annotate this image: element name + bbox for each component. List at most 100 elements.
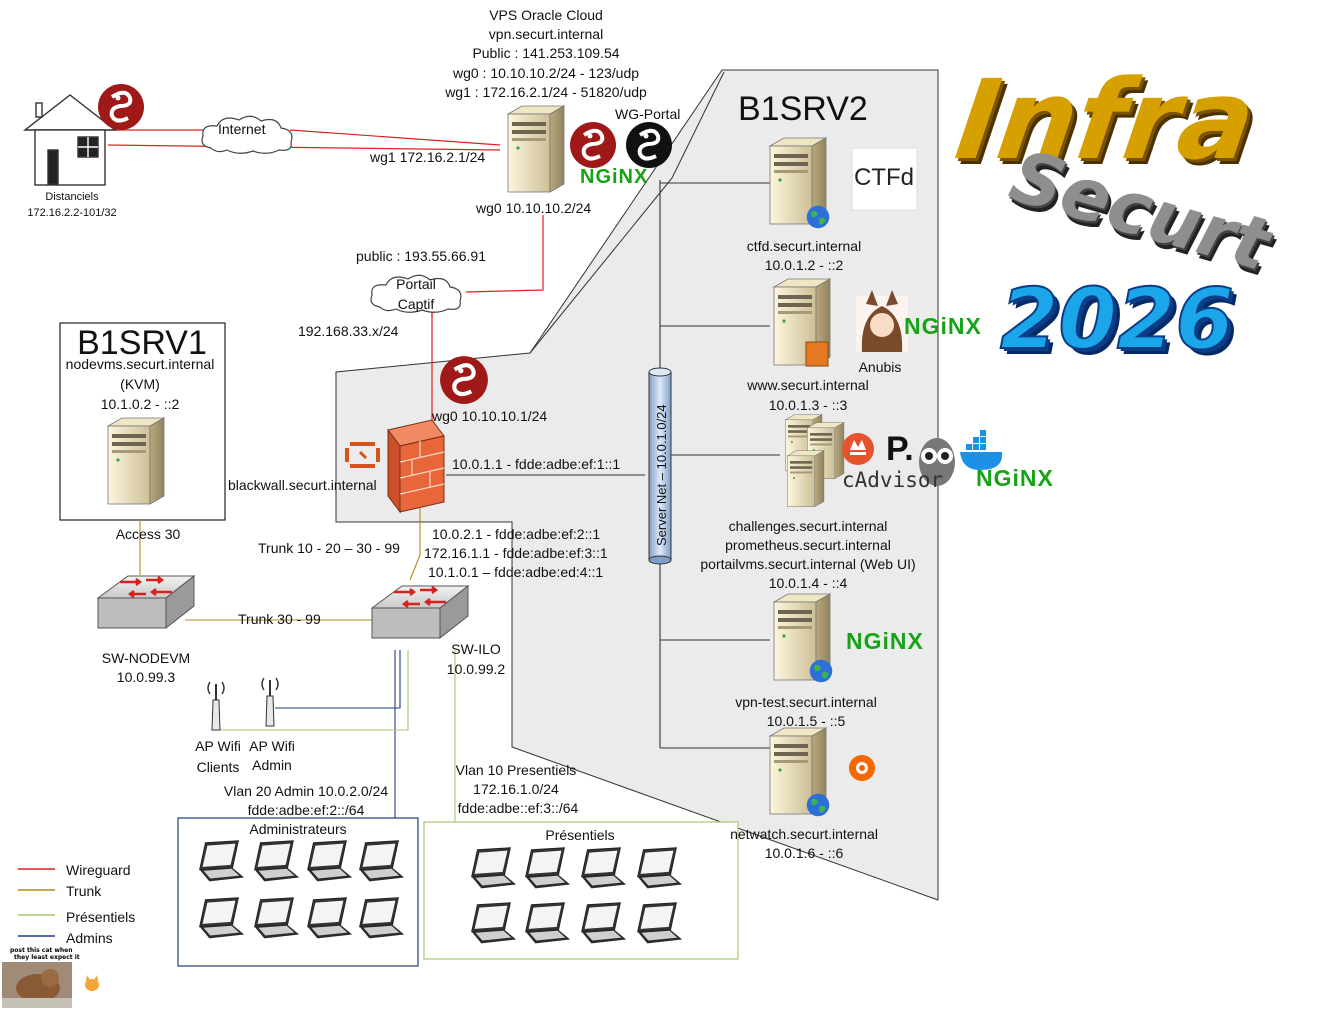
challenges-server-icon-c (787, 450, 825, 508)
sw-ilo-name: SW-ILO (451, 641, 501, 657)
blackwall-if2: 172.16.1.1 - fdde:adbe:ef:3::1 (424, 545, 608, 561)
anubis-icon (856, 290, 908, 352)
ap-clients-l1: AP Wifi (195, 738, 241, 754)
anubis-label: Anubis (858, 359, 902, 375)
vpntest-ip: 10.0.1.5 - ::5 (766, 713, 846, 729)
globe-icon (806, 793, 830, 817)
vlan20-l2: fdde:adbe:ef:2::/64 (247, 802, 365, 818)
vlan10-l2: 172.16.1.0/24 (473, 781, 559, 797)
globe-icon (806, 205, 830, 229)
wireguard-icon (568, 120, 618, 170)
trunk-top-label: Trunk 10 - 20 – 30 - 99 (258, 540, 400, 556)
netwatch-ip: 10.0.1.6 - ::6 (764, 845, 844, 861)
opnsense-icon (345, 442, 380, 468)
globe-icon (809, 659, 833, 683)
distanciels-ip: 172.16.2.2-101/32 (27, 207, 117, 219)
nginx-logo-vpntest: NGiNX (846, 628, 924, 654)
blackwall-label: blackwall.securt.internal (228, 477, 377, 493)
portail-public: public : 193.55.66.91 (356, 248, 486, 264)
vlan10-l3: fdde:adbe::ef:3::/64 (457, 800, 579, 816)
netwatch-fqdn: netwatch.securt.internal (730, 826, 878, 842)
wireguard-icon (96, 82, 146, 132)
challenges-l2: prometheus.securt.internal (725, 537, 891, 553)
firewall-icon (387, 419, 445, 514)
nginx-logo-www: NGiNX (904, 313, 982, 339)
docker-icon (960, 430, 1003, 470)
vps-wg1: wg1 : 172.16.2.1/24 - 51820/udp (445, 84, 647, 100)
trunk-mid-label: Trunk 30 - 99 (238, 611, 321, 627)
challenges-ip: 10.0.1.4 - ::4 (768, 575, 848, 591)
meme-caption-2: they least expect it (14, 954, 80, 961)
trunk-links (139, 500, 421, 621)
nodevms-server-icon (107, 417, 165, 505)
sw-nodevm-ip: 10.0.99.3 (116, 669, 176, 685)
vps-zone-edge (671, 71, 725, 179)
legend-wireguard: Wireguard (66, 862, 131, 878)
ap-admin-l1: AP Wifi (249, 738, 295, 754)
vps-server-icon (507, 105, 565, 193)
www-ip: 10.0.1.3 - ::3 (768, 397, 848, 413)
vps-public: Public : 141.253.109.54 (472, 45, 620, 61)
ap-admin-icon (261, 677, 279, 727)
wireguard-links (107, 129, 544, 420)
b1srv1-ip: 10.1.0.2 - ::2 (100, 396, 180, 412)
vps-wg0-link: wg0 10.10.10.2/24 (476, 200, 592, 216)
b1srv2-title: B1SRV2 (738, 90, 868, 128)
wireguard-icon (440, 356, 488, 404)
sw-ilo-ip: 10.0.99.2 (446, 661, 506, 677)
server-net-label: Server Net – 10.0.1.0/24 (654, 404, 669, 546)
challenges-l1: challenges.securt.internal (728, 518, 888, 534)
blackwall-wg0: wg0 10.10.10.1/24 (432, 408, 548, 424)
nginx-logo-vps: NGiNX (580, 166, 649, 188)
prometheus-icon (842, 433, 874, 465)
b1srv1-fqdn: nodevms.securt.internal (65, 356, 215, 372)
ctfd-logo: CTFd (854, 164, 914, 192)
cadvisor-logo: cAdvisor (842, 468, 944, 492)
title-2026: 2026 (999, 270, 1235, 368)
p-logo: P. (886, 430, 914, 468)
portail-lan: 192.168.33.x/24 (298, 323, 399, 339)
grafana-icon (849, 755, 875, 781)
cat-meme-image (2, 962, 72, 1008)
blackwall-server-if: 10.0.1.1 - fdde:adbe:ef:1::1 (452, 456, 621, 472)
cat-emoji-icon (85, 975, 99, 991)
distanciels-label: Distanciels (45, 191, 99, 203)
b1srv1-kvm: (KVM) (120, 376, 160, 392)
ctfd-fqdn: ctfd.securt.internal (746, 238, 862, 254)
ap-clients-icon (207, 681, 225, 731)
server-net-bus (648, 367, 672, 565)
wg-portal-icon (624, 120, 674, 170)
access-30-label: Access 30 (115, 526, 181, 542)
vps-fqdn: vpn.securt.internal (488, 26, 604, 42)
legend-presentiels: Présentiels (66, 909, 136, 925)
ap-admin-l2: Admin (252, 757, 292, 773)
house-icon (22, 94, 118, 186)
blackwall-if1: 10.0.2.1 - fdde:adbe:ef:2::1 (432, 526, 601, 542)
sw-ilo-icon (370, 584, 470, 640)
challenges-l3: portailvms.securt.internal (Web UI) (700, 556, 916, 572)
blackwall-if3: 10.1.0.1 – fdde:adbe:ed:4::1 (428, 564, 604, 580)
legend-admins: Admins (66, 930, 113, 946)
vpntest-fqdn: vpn-test.securt.internal (735, 694, 877, 710)
vps-wg1-link: wg1 172.16.2.1/24 (370, 149, 486, 165)
www-fqdn: www.securt.internal (747, 377, 869, 393)
firewall-small-icon (805, 341, 829, 367)
owl-icon (919, 438, 955, 486)
vlan20-l1: Vlan 20 Admin 10.0.2.0/24 (223, 783, 389, 799)
portail-line2: Captif (397, 296, 435, 312)
ap-clients-l2: Clients (196, 759, 240, 775)
sw-nodevm-icon (96, 574, 196, 630)
portail-line1: Portail (396, 276, 436, 292)
nginx-logo-challenges: NGiNX (976, 465, 1054, 491)
presentiels-box-title: Présentiels (545, 827, 615, 843)
meme-caption-1: post this cat when (10, 947, 73, 954)
legend-trunk: Trunk (66, 883, 102, 899)
internet-label: Internet (218, 121, 266, 137)
vps-wg0: wg0 : 10.10.10.2/24 - 123/udp (452, 65, 640, 81)
vps-title: VPS Oracle Cloud (489, 7, 603, 23)
server-net-links (446, 180, 780, 749)
wg-portal-label: WG-Portal (615, 106, 681, 122)
ctfd-ip: 10.0.1.2 - ::2 (764, 257, 844, 273)
b1srv1-title: B1SRV1 (77, 324, 207, 362)
